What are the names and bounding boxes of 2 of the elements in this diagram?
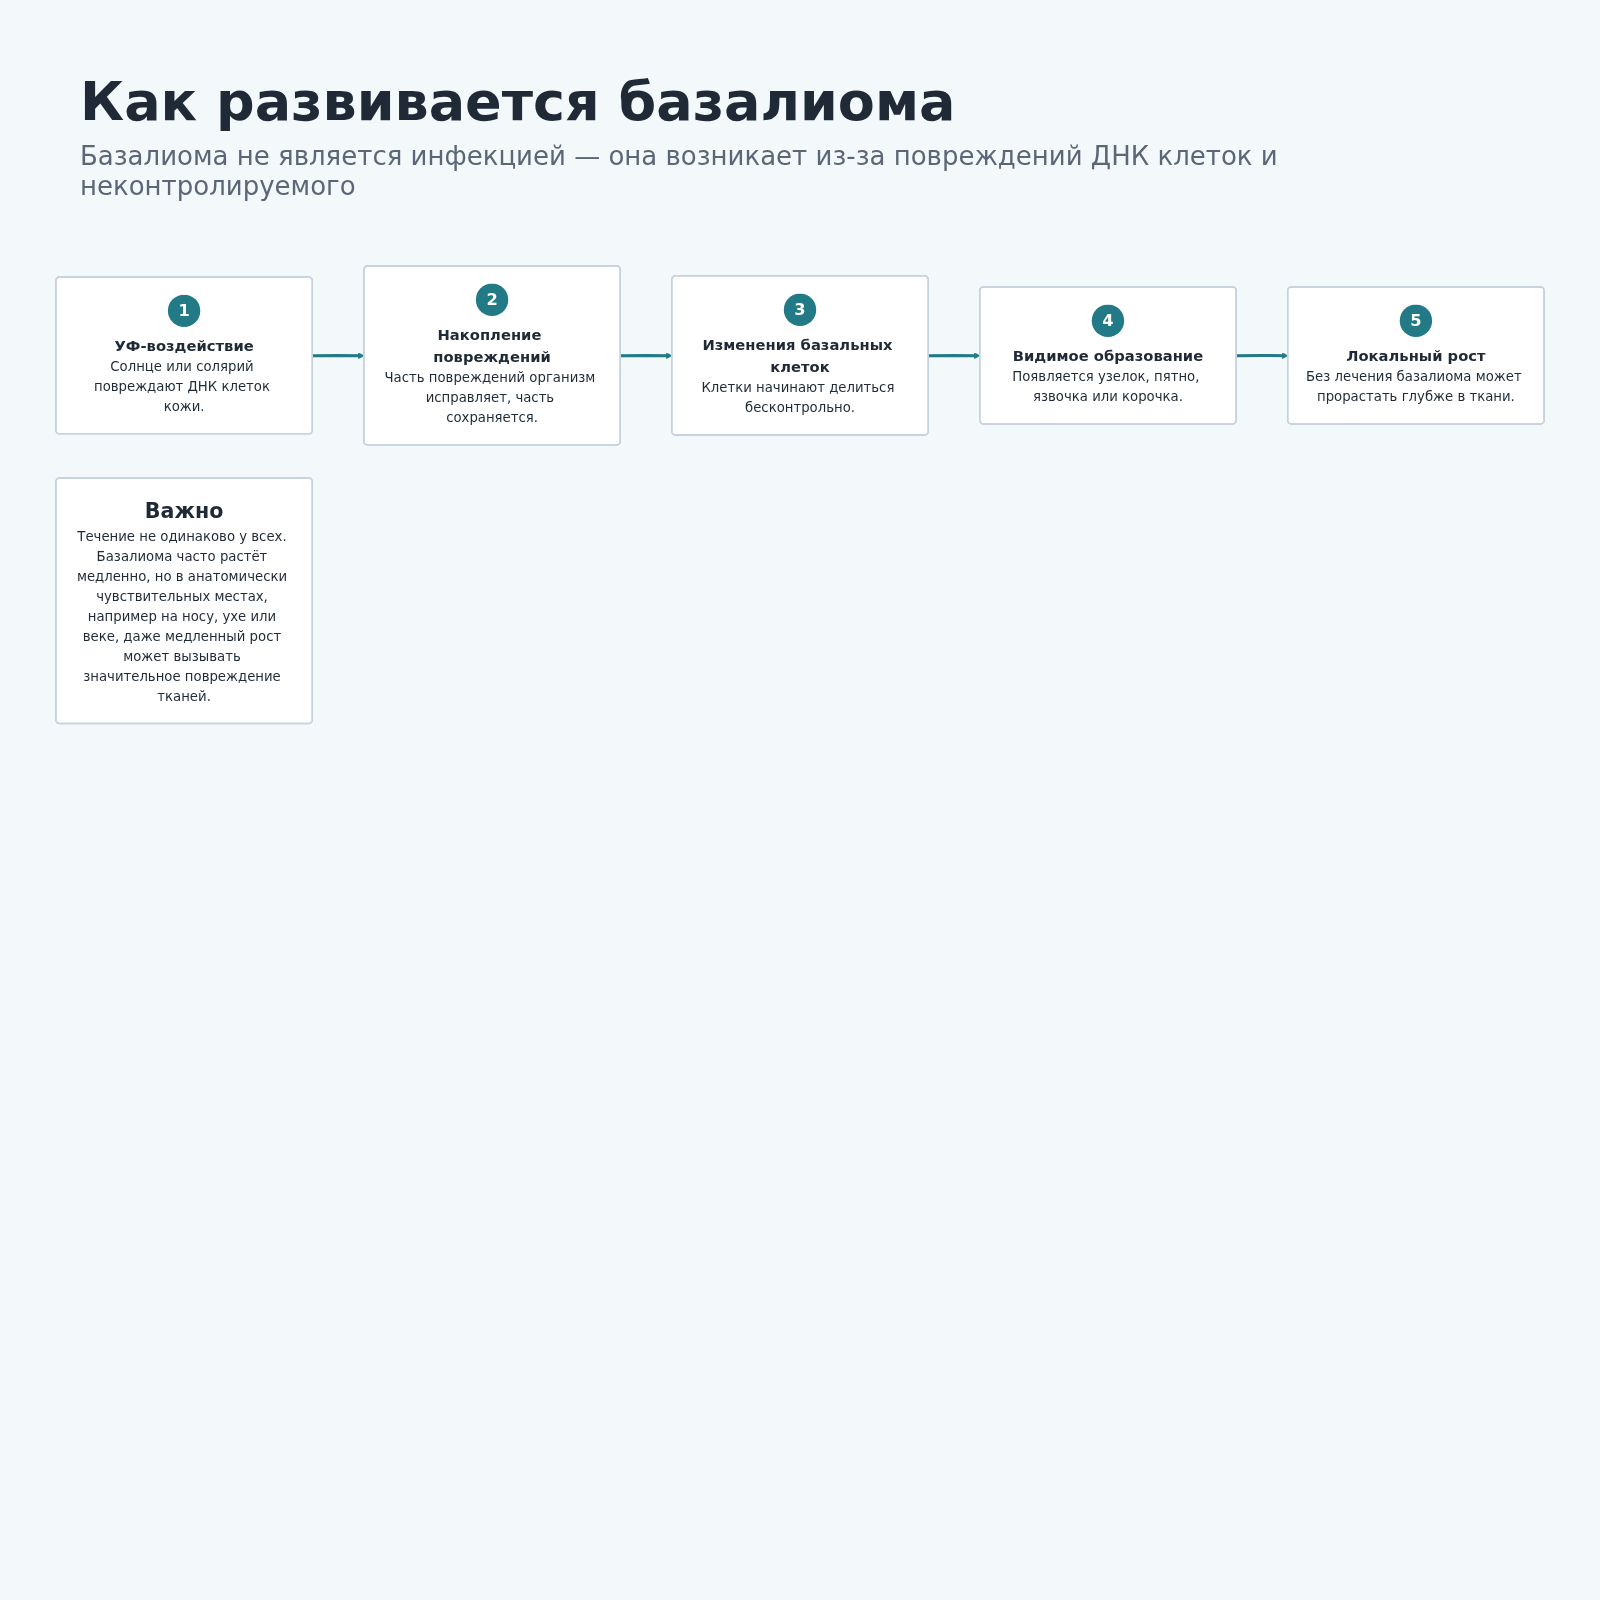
subtitle: Базалиома не является инфекцией — она возникает из-за повреждений ДНК клеток и неконтролируемого: [80, 141, 1279, 201]
title: Как развивается базалиома: [80, 70, 957, 133]
